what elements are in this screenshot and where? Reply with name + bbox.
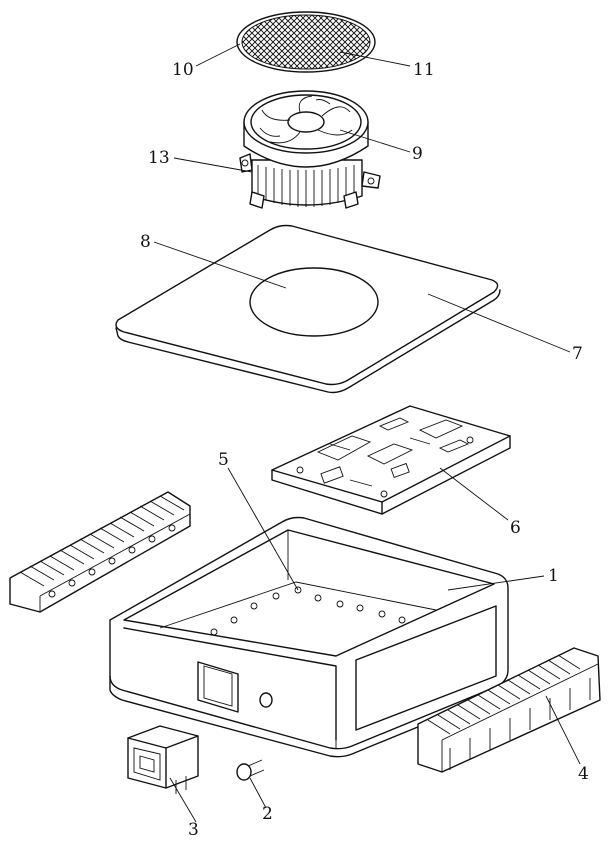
fan-heatsink	[240, 91, 380, 208]
callout-7: 7	[572, 346, 583, 363]
usb-connector	[128, 726, 198, 794]
callout-13: 13	[148, 150, 170, 167]
callout-11: 11	[413, 62, 435, 79]
top-cover-plate	[116, 226, 500, 393]
callout-6: 6	[510, 520, 521, 537]
callout-9: 9	[412, 146, 423, 163]
callout-5: 5	[218, 452, 229, 469]
callout-3: 3	[188, 822, 199, 839]
callout-4: 4	[578, 766, 589, 783]
callout-2: 2	[262, 806, 273, 823]
circuit-board	[272, 406, 510, 514]
led-component	[237, 760, 264, 780]
callout-10: 10	[172, 62, 194, 79]
mesh-filter	[237, 12, 375, 72]
callout-8: 8	[140, 234, 151, 251]
callout-1: 1	[548, 568, 559, 585]
